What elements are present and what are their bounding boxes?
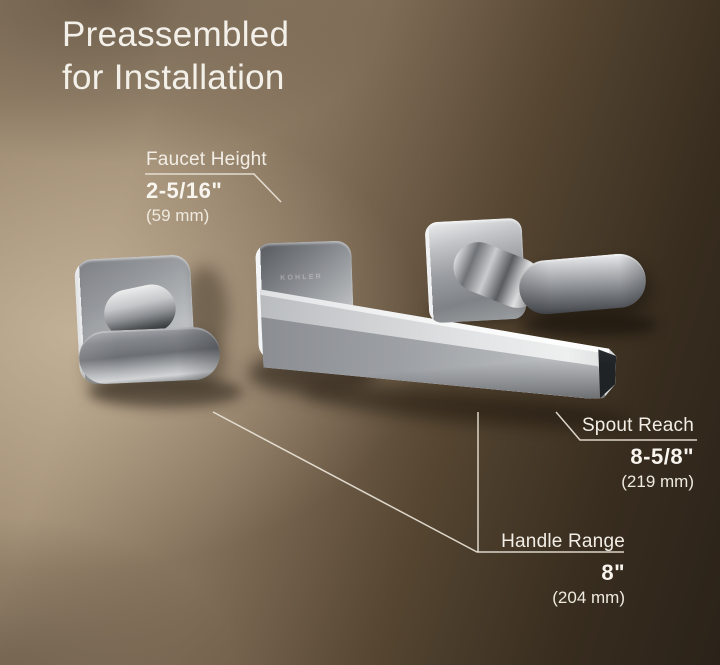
faucet-height-label: Faucet Height: [146, 149, 267, 170]
title-line-2: for Installation: [62, 58, 285, 97]
handle-range-annotation: Handle Range 8" (204 mm): [501, 531, 625, 608]
faucet-height-annotation: Faucet Height 2-5/16" (59 mm): [146, 149, 267, 226]
left-handle-lever: [77, 325, 222, 386]
handle-range-value: 8": [601, 560, 625, 585]
handle-range-metric: (204 mm): [552, 588, 625, 607]
spout-end-cap: [598, 349, 617, 398]
spout-reach-annotation: Spout Reach 8-5/8" (219 mm): [582, 415, 694, 492]
title-line-1: Preassembled: [62, 15, 290, 54]
spout-reach-value: 8-5/8": [630, 444, 694, 469]
page-title: Preassembled for Installation: [62, 13, 289, 99]
handle-range-label: Handle Range: [501, 531, 625, 552]
faucet-height-value: 2-5/16": [146, 178, 223, 203]
cast-shadow: [520, 312, 658, 338]
spout-reach-label: Spout Reach: [581, 415, 694, 436]
spout-reach-metric: (219 mm): [621, 472, 694, 491]
faucet-height-metric: (59 mm): [146, 206, 210, 225]
brand-watermark: KOHLER: [280, 273, 324, 282]
